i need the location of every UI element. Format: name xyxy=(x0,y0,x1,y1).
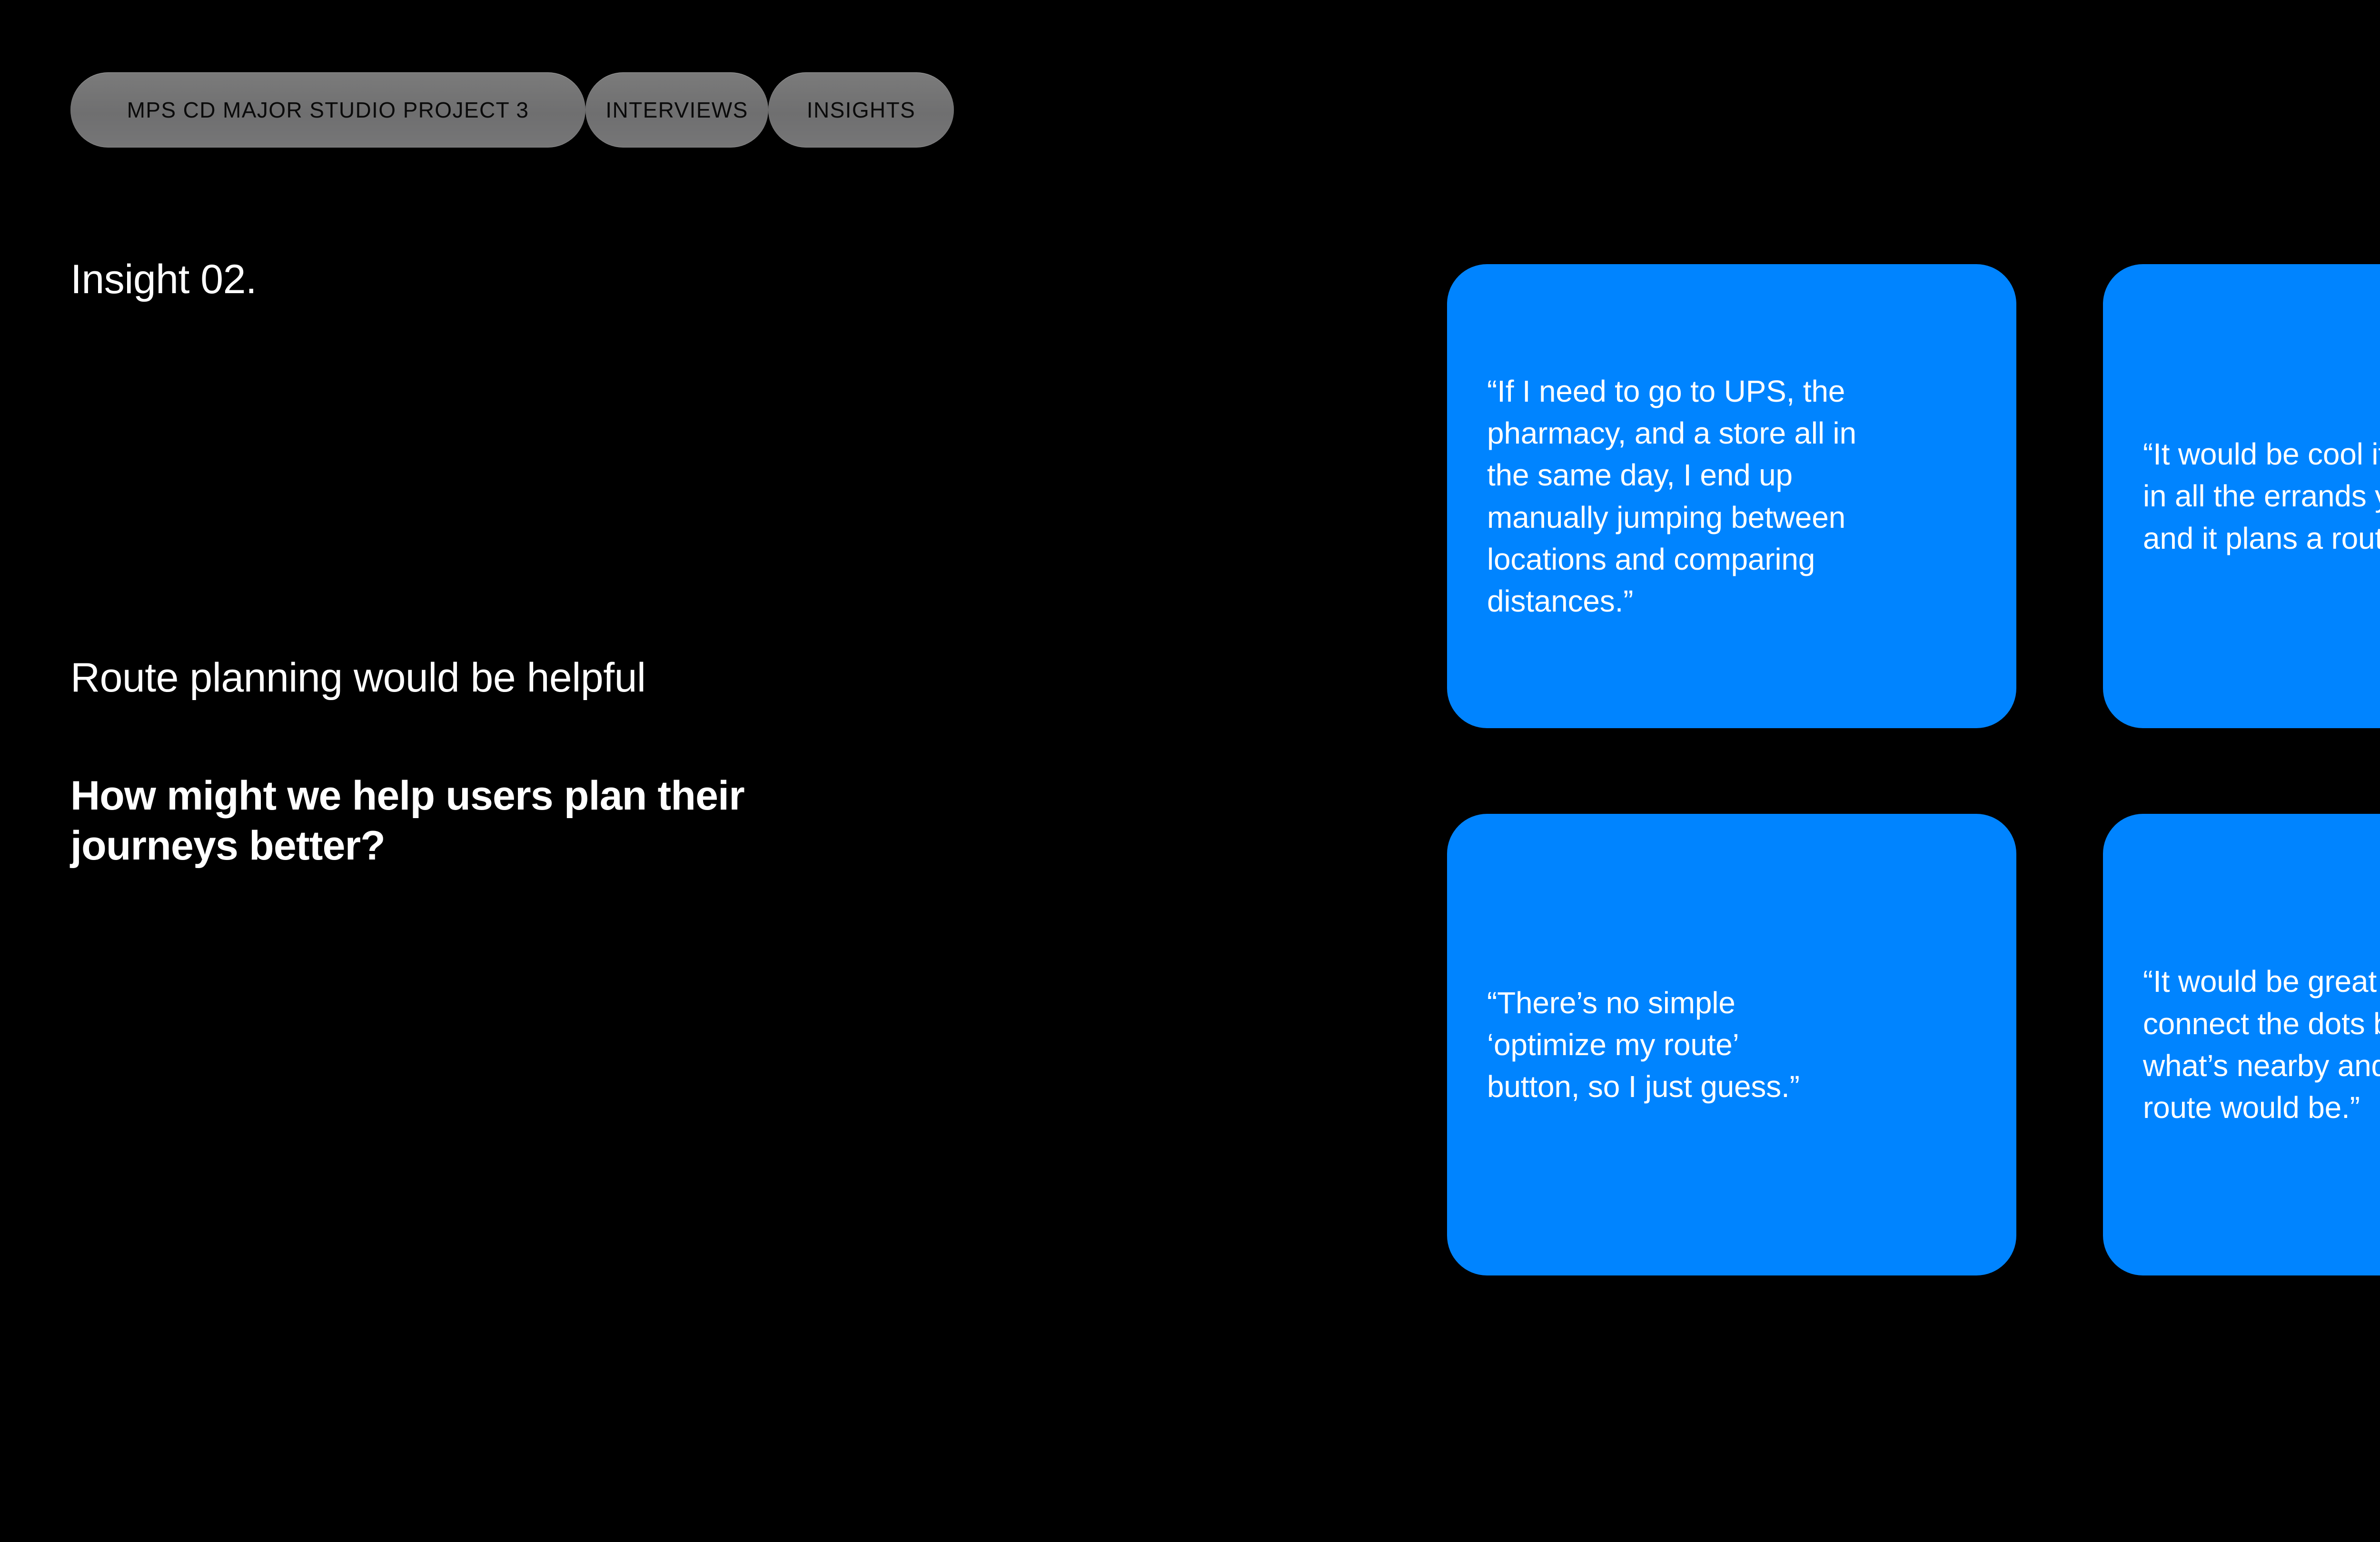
breadcrumb-item-insights[interactable]: INSIGHTS xyxy=(768,72,954,148)
quote-text: “It would be cool if you could just put … xyxy=(2143,437,2380,555)
quote-card[interactable]: “It would be great if the map could conn… xyxy=(2103,814,2380,1275)
quote-text: “It would be great if the map could conn… xyxy=(2143,964,2380,1125)
breadcrumb: MPS CD MAJOR STUDIO PROJECT 3 INTERVIEWS… xyxy=(70,72,954,148)
quote-card[interactable]: “If I need to go to UPS, the pharmacy, a… xyxy=(1447,264,2016,728)
how-might-we-question: How might we help users plan their journ… xyxy=(70,773,745,869)
breadcrumb-item-interviews[interactable]: INTERVIEWS xyxy=(585,72,768,148)
quote-card[interactable]: “It would be cool if you could just put … xyxy=(2103,264,2380,728)
breadcrumb-item-project[interactable]: MPS CD MAJOR STUDIO PROJECT 3 xyxy=(70,72,585,148)
insight-summary-text: Route planning would be helpful xyxy=(70,655,646,701)
quote-card-grid: “If I need to go to UPS, the pharmacy, a… xyxy=(1447,264,2380,1275)
insight-number-label: Insight 02. xyxy=(70,257,257,302)
quote-text: “There’s no simple ‘optimize my route’ b… xyxy=(1487,985,1800,1104)
quote-text: “If I need to go to UPS, the pharmacy, a… xyxy=(1487,374,1856,619)
quote-card[interactable]: “There’s no simple ‘optimize my route’ b… xyxy=(1447,814,2016,1275)
